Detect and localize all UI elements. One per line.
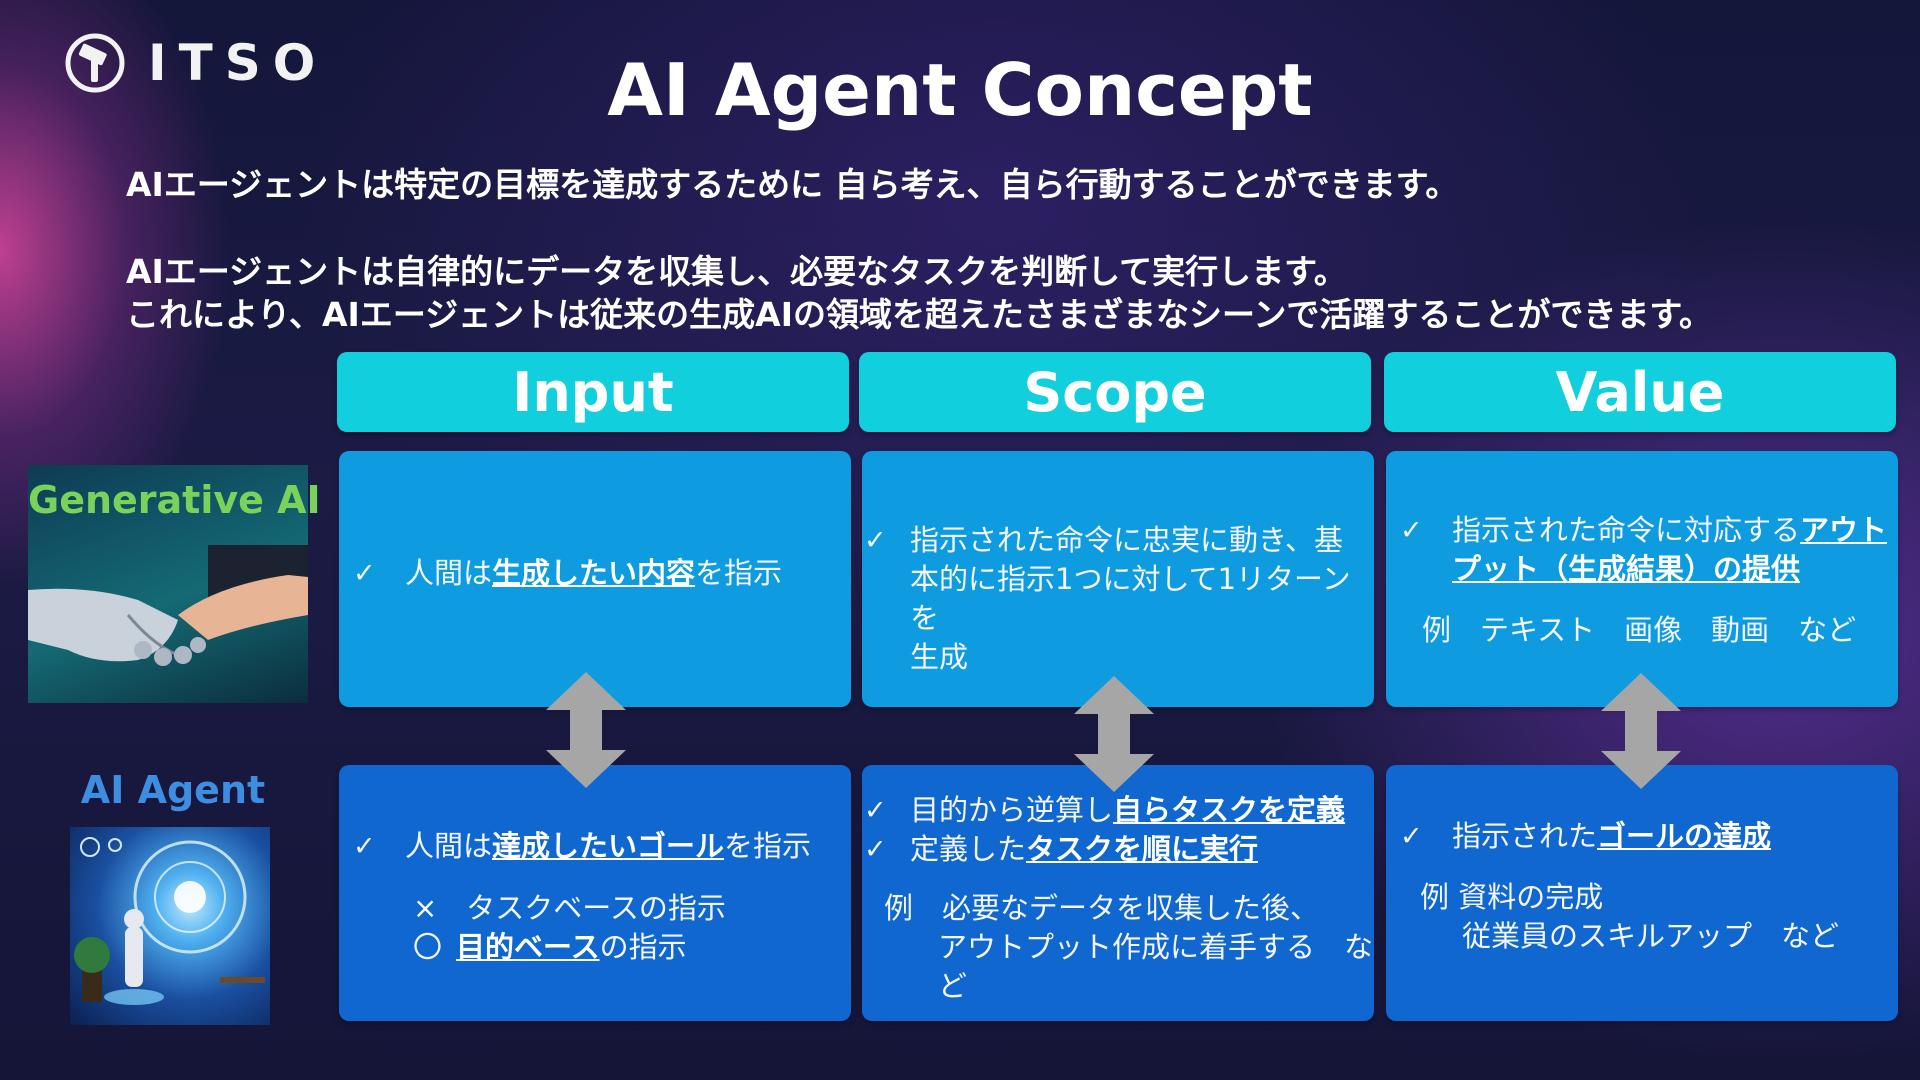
cross-item: × タスクベースの指示 <box>413 891 726 925</box>
cell-text: 人間は生成したい内容を指示 <box>405 556 783 590</box>
example-text: 従業員のスキルアップ など <box>1462 919 1840 953</box>
check-icon: ✓ <box>1400 515 1423 546</box>
cell-agent-input: ✓ 人間は達成したいゴールを指示 × タスクベースの指示 〇目的ベースの指示 <box>339 765 851 1021</box>
check-icon: ✓ <box>864 834 887 865</box>
page-title: AI Agent Concept <box>607 48 1313 132</box>
cell-agent-value: ✓ 指示されたゴールの達成 例 資料の完成 従業員のスキルアップ など <box>1386 765 1898 1021</box>
circle-item: 〇目的ベースの指示 <box>413 930 687 964</box>
example-text: 例 テキスト 画像 動画 など <box>1422 613 1857 647</box>
cell-text: 定義したタスクを順に実行 <box>910 832 1259 866</box>
intro-line-1: AIエージェントは特定の目標を達成するために 自ら考え、自ら行動することができま… <box>126 165 1459 204</box>
check-icon: ✓ <box>1400 821 1423 852</box>
header-input: Input <box>337 352 849 432</box>
cell-generative-input: ✓ 人間は生成したい内容を指示 <box>339 451 851 707</box>
header-value: Value <box>1384 352 1896 432</box>
logo: ITSO <box>64 30 327 96</box>
cell-text: 目的から逆算し自らタスクを定義 <box>910 793 1346 827</box>
robot-hologram-image <box>70 827 270 1025</box>
row-label-generative-ai: Generative AI <box>28 478 321 522</box>
cell-text: 指示された命令に対応するアウト プット（生成結果）の提供 <box>1452 513 1888 586</box>
cell-generative-value: ✓ 指示された命令に対応するアウト プット（生成結果）の提供 例 テキスト 画像… <box>1386 451 1898 707</box>
intro-line-3: これにより、AIエージェントは従来の生成AIの領域を超えたさまざまなシーンで活躍… <box>126 295 1713 334</box>
intro-line-2: AIエージェントは自律的にデータを収集し、必要なタスクを判断して実行します。 <box>126 252 1347 291</box>
double-arrow-icon <box>1074 676 1154 792</box>
example-text: 例 必要なデータを収集した後、 <box>884 891 1320 925</box>
example-text: アウトプット作成に着手する など <box>938 930 1374 1003</box>
cell-text: 人間は達成したいゴールを指示 <box>405 829 812 863</box>
check-icon: ✓ <box>353 558 376 589</box>
robot-handshake-image <box>28 465 308 703</box>
cell-generative-scope: ✓ 指示された命令に忠実に動き、基 本的に指示1つに対して1リターンを 生成 <box>862 451 1374 707</box>
header-scope: Scope <box>859 352 1371 432</box>
circle-icon: 〇 <box>413 930 443 964</box>
cell-text: 指示された命令に忠実に動き、基 本的に指示1つに対して1リターンを 生成 <box>910 523 1351 674</box>
logo-text: ITSO <box>148 34 328 92</box>
hammer-circle-icon <box>65 33 125 93</box>
row-label-ai-agent: AI Agent <box>80 768 266 812</box>
check-icon: ✓ <box>864 525 887 556</box>
cell-agent-scope: ✓ 目的から逆算し自らタスクを定義 ✓ 定義したタスクを順に実行 例 必要なデー… <box>862 765 1374 1021</box>
check-icon: ✓ <box>353 831 376 862</box>
cell-text: 指示されたゴールの達成 <box>1452 819 1772 853</box>
double-arrow-icon <box>546 672 626 788</box>
check-icon: ✓ <box>864 795 887 826</box>
double-arrow-icon <box>1601 673 1681 789</box>
example-text: 例 資料の完成 <box>1420 880 1604 914</box>
